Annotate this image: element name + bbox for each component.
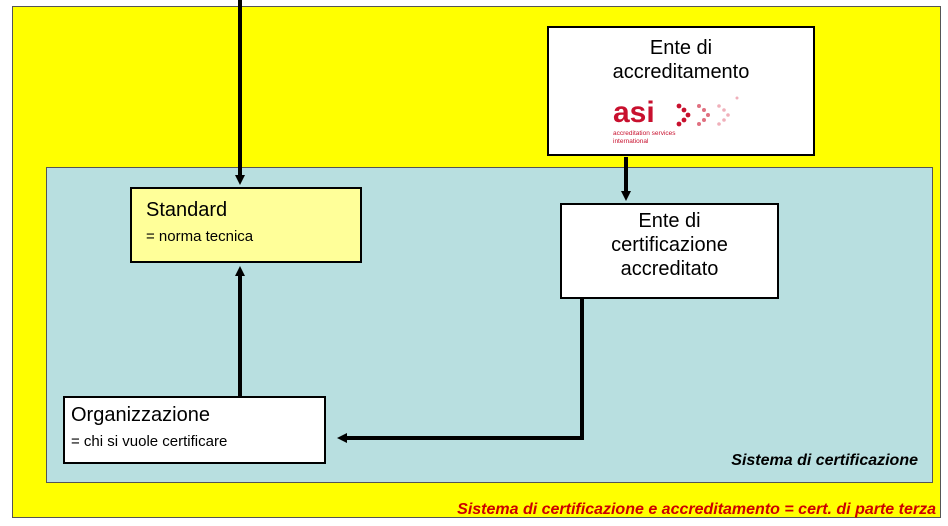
- standard-box: Standard = norma tecnica: [130, 187, 362, 263]
- certificazione-to-organizzazione-arrow: [337, 299, 584, 443]
- organizzazione-subtitle: = chi si vuole certificare: [71, 433, 228, 450]
- sistema-accreditamento-label: Sistema di certificazione e accreditamen…: [457, 501, 936, 518]
- ente-certificazione-line3: accreditato: [620, 258, 719, 280]
- organizzazione-box: Organizzazione = chi si vuole certificar…: [63, 396, 326, 464]
- asi-logo-tagline-2: international: [613, 138, 649, 145]
- standard-title: Standard: [146, 199, 228, 221]
- ente-accreditamento-line2: accreditamento: [612, 61, 750, 83]
- ente-certificazione-line2: certificazione: [611, 234, 728, 256]
- asi-logo: asi accreditation services international: [613, 96, 739, 145]
- ente-certificazione-line1: Ente di: [638, 210, 701, 232]
- organizzazione-title: Organizzazione: [71, 404, 210, 426]
- standard-subtitle: = norma tecnica: [146, 228, 254, 245]
- asi-logo-wordmark: asi: [613, 96, 655, 129]
- ente-accreditamento-line1: Ente di: [649, 37, 713, 59]
- ente-certificazione-box: Ente di certificazione accreditato: [560, 203, 779, 299]
- asi-logo-tagline-1: accreditation services: [613, 130, 676, 137]
- ente-accreditamento-box: Ente di accreditamento: [547, 26, 815, 156]
- sistema-certificazione-label: Sistema di certificazione: [731, 452, 918, 469]
